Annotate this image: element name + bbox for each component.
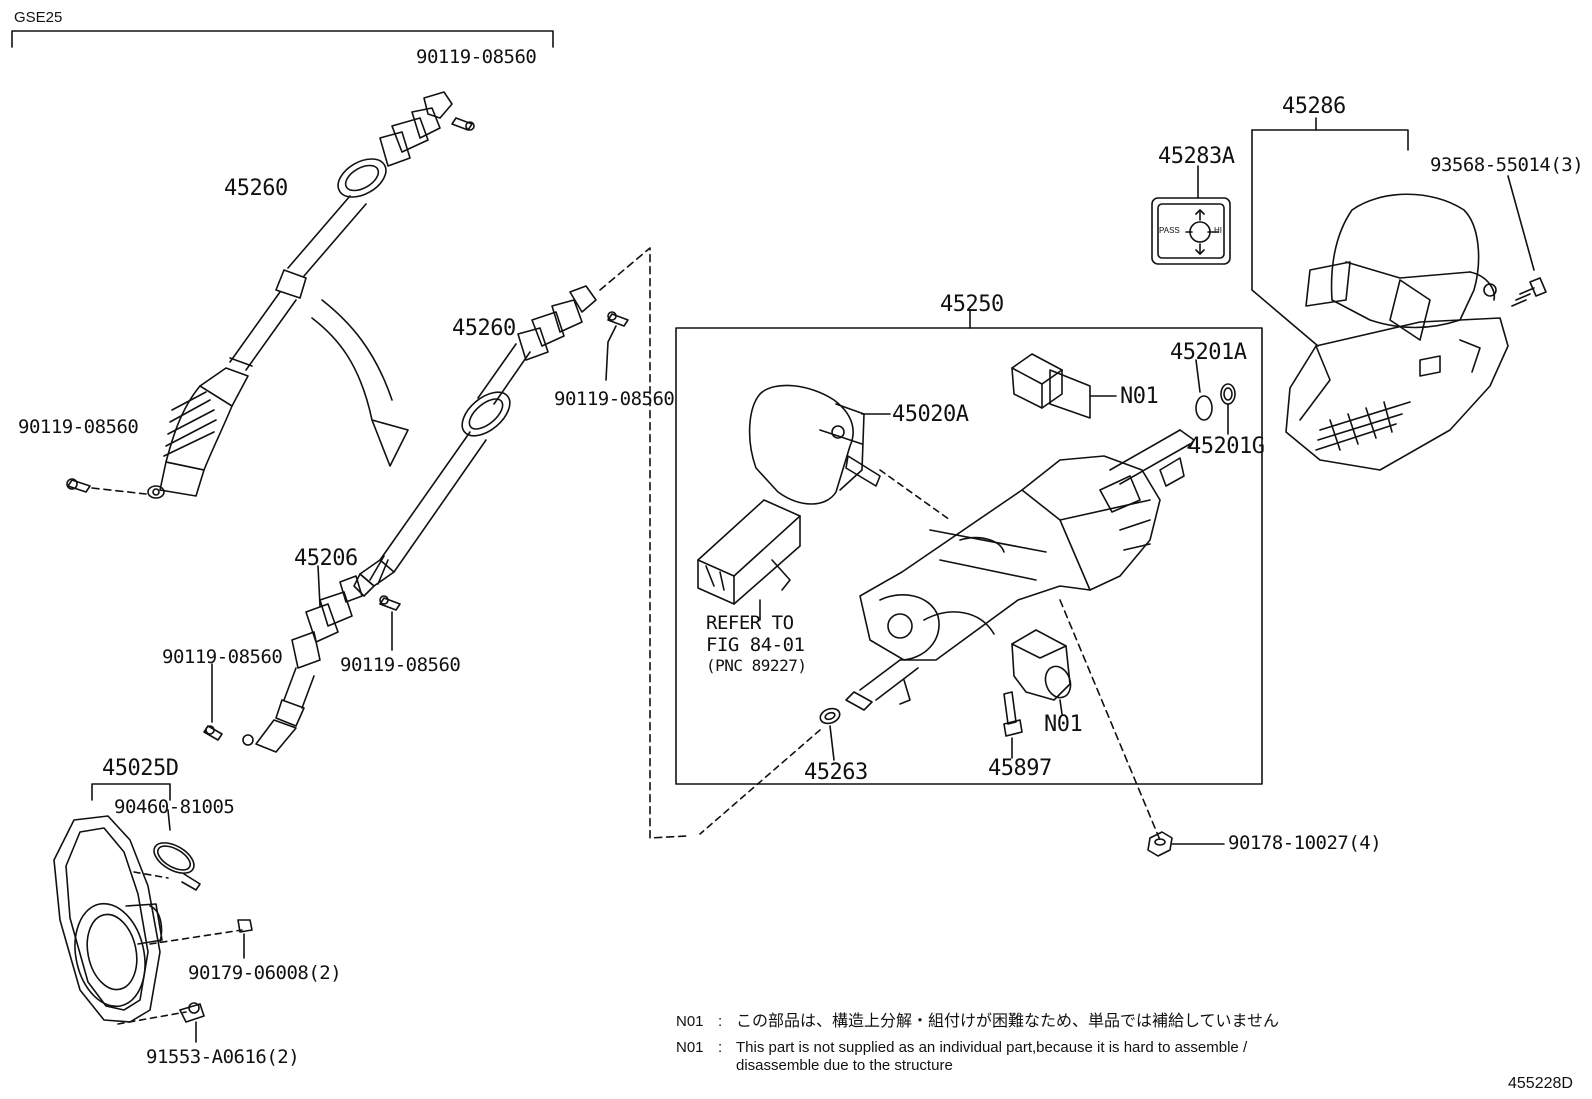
- model-code: GSE25: [14, 9, 63, 26]
- refer-text-line3: (PNC 89227): [706, 656, 807, 675]
- dash-90178: [1059, 599, 1161, 841]
- bolt-90119-left: [66, 478, 91, 493]
- label-91553: 91553-A0616(2): [146, 1046, 300, 1068]
- dash-bolt-left: [91, 487, 147, 495]
- label-90179: 90179-06008(2): [188, 962, 342, 984]
- nut-90179: [237, 919, 253, 933]
- label-45020A: 45020A: [892, 402, 969, 427]
- leader-45263: [829, 725, 835, 761]
- column-cover-lower: [1285, 317, 1509, 471]
- ecu-unit: [697, 499, 801, 605]
- steering-column-45250: [845, 429, 1195, 711]
- refer-text-line2: FIG 84-01: [706, 634, 805, 656]
- dash-boot-bot: [117, 1011, 187, 1025]
- bolt-45897: [1003, 691, 1023, 737]
- note-jp-text: この部品は、構造上分解・組付けが困難なため、単品では補給していません: [736, 1013, 1280, 1030]
- gse25-bracket: [11, 30, 554, 48]
- intermediate-shaft-upper: [147, 91, 453, 499]
- column-cover-upper: [1305, 193, 1497, 341]
- label-45283A: 45283A: [1158, 144, 1235, 169]
- label-45263: 45263: [804, 760, 868, 785]
- label-45206: 45206: [294, 546, 358, 571]
- label-90119-lower: 90119-08560: [554, 388, 675, 410]
- bolt-90119-lower-right: [607, 311, 629, 327]
- washer-45263: [819, 707, 841, 725]
- label-45286: 45286: [1282, 94, 1346, 119]
- nut-90178: [1147, 831, 1173, 857]
- leader-45201A: [1195, 359, 1201, 393]
- dash-boot-top: [133, 871, 169, 879]
- leader-90119-lower: [605, 325, 617, 381]
- washer-45201A: [1195, 383, 1236, 421]
- leader-90460: [167, 809, 171, 831]
- bolt-90119-45206-right: [379, 595, 401, 611]
- figure-id: 455228D: [1508, 1075, 1573, 1092]
- label-90119-45206-left: 90119-08560: [162, 646, 283, 668]
- label-90119-left: 90119-08560: [18, 416, 139, 438]
- switch-hi-text: HI: [1214, 226, 1222, 235]
- label-45201G: 45201G: [1188, 434, 1265, 459]
- connector-N01-top: [1011, 353, 1091, 419]
- label-45260-lower: 45260: [452, 316, 516, 341]
- dash-45263: [699, 729, 821, 835]
- box-45250: [675, 327, 1263, 785]
- leader-45286-down: [1251, 129, 1319, 347]
- motor-45020A: [748, 384, 881, 505]
- switch-plate-45283A: [1151, 197, 1231, 265]
- steering-boot-45025D: [53, 815, 163, 1023]
- switch-knob-icon: [1185, 209, 1219, 255]
- leader-45206: [317, 565, 321, 607]
- note-jp-code: N01: [676, 1013, 704, 1030]
- label-45201A: 45201A: [1170, 340, 1247, 365]
- dashed-bracket-shaft: [599, 247, 687, 839]
- label-90119-45206-right: 90119-08560: [340, 654, 461, 676]
- note-en-sep: :: [718, 1039, 723, 1056]
- label-N01-top: N01: [1120, 384, 1159, 409]
- clamp-90460: [153, 842, 201, 891]
- label-45025D: 45025D: [102, 756, 179, 781]
- bracket-45286: [1251, 129, 1409, 151]
- bolt-90119-upper: [451, 117, 475, 131]
- dash-boot-mid: [149, 929, 243, 945]
- lower-joint-45206: [242, 575, 363, 753]
- flow-arrow: [311, 299, 409, 467]
- connector-N01-bottom: [1011, 629, 1072, 701]
- note-en-text-1: This part is not supplied as an individu…: [736, 1039, 1248, 1056]
- switch-pass-text: PASS: [1159, 226, 1180, 235]
- refer-text-line1: REFER TO: [706, 612, 794, 634]
- screw-93568: [1511, 277, 1547, 307]
- intermediate-shaft-lower: [353, 285, 597, 597]
- note-jp-sep: :: [718, 1013, 723, 1030]
- label-45250: 45250: [940, 292, 1004, 317]
- label-93568: 93568-55014(3): [1430, 154, 1584, 176]
- label-45260-upper: 45260: [224, 176, 288, 201]
- leader-N01-bottom: [1059, 699, 1063, 715]
- label-N01-bottom: N01: [1044, 712, 1083, 737]
- bracket-45025D: [91, 783, 171, 801]
- dash-45020A: [879, 469, 951, 521]
- label-45897: 45897: [988, 756, 1052, 781]
- leader-93568: [1507, 175, 1535, 271]
- label-90460: 90460-81005: [114, 796, 235, 818]
- bolt-91553: [179, 1002, 205, 1023]
- label-90119-upper: 90119-08560: [416, 46, 537, 68]
- switch-plate-inner: [1157, 203, 1225, 259]
- note-en-code: N01: [676, 1039, 704, 1056]
- bolt-90119-45206-left: [203, 725, 223, 741]
- label-90178: 90178-10027(4): [1228, 832, 1382, 854]
- note-en-text-2: disassemble due to the structure: [736, 1057, 953, 1074]
